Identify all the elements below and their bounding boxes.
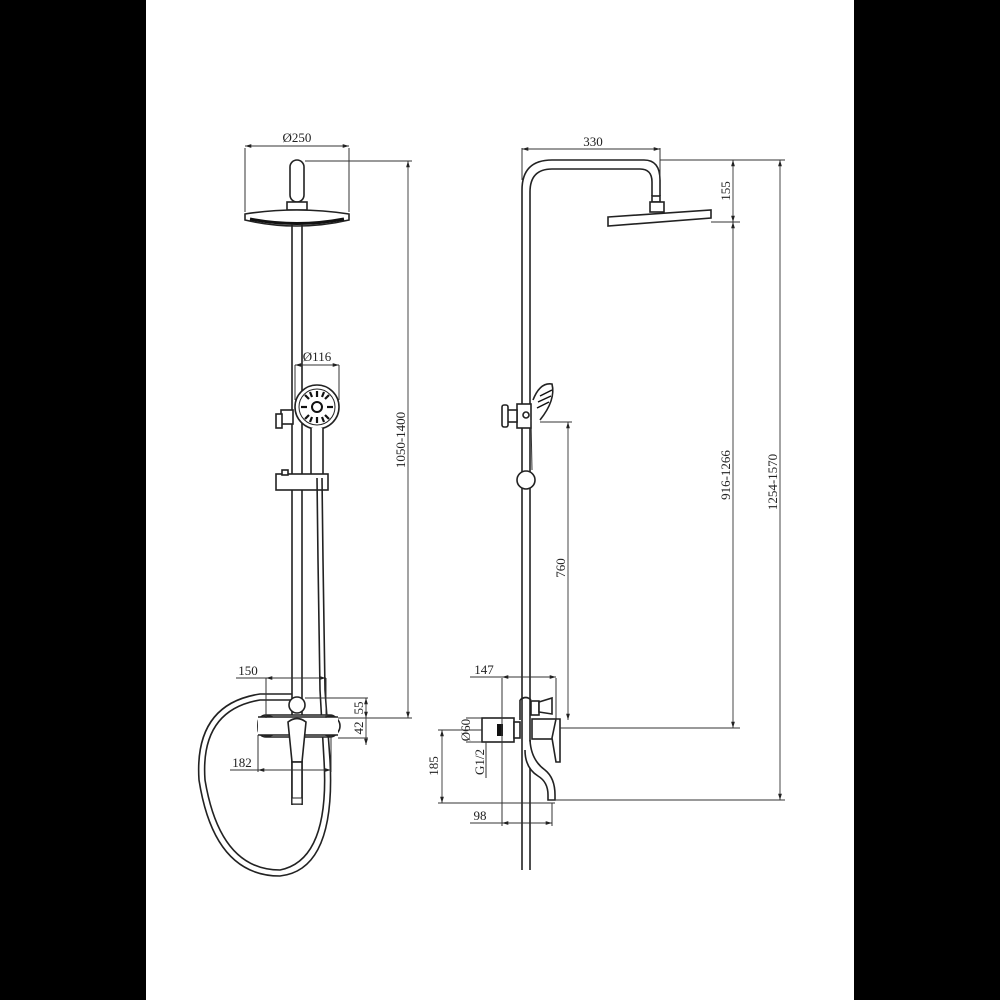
side-mixer-lever	[551, 718, 561, 763]
dim-head-height-range: 916-1266	[718, 450, 733, 500]
front-view: Ø250 1050-1400 Ø116 150 182 55 42	[197, 130, 412, 877]
side-rain-shower-head	[607, 209, 712, 227]
head-stem	[289, 159, 305, 203]
dim-mixer-depth: 147	[474, 662, 494, 677]
side-diverter-knob	[538, 696, 553, 715]
dim-thread: G1/2	[472, 749, 487, 775]
slide-bracket	[275, 473, 329, 491]
dim-hand-shower-diameter: Ø116	[303, 349, 332, 364]
diverter-knob	[288, 696, 306, 714]
dim-mixer-width-bottom: 182	[232, 755, 252, 770]
dim-head-drop: 155	[718, 181, 733, 201]
side-view: 330 155 916-1266 1254-1570 760 147 Ø60 G…	[426, 134, 785, 870]
dim-offset-upper: 55	[351, 702, 366, 715]
left-border-bar	[0, 0, 146, 1000]
dim-mixer-width-top: 150	[238, 663, 258, 678]
dim-arm-reach: 330	[583, 134, 603, 149]
dim-head-diameter: Ø250	[283, 130, 312, 145]
dim-spout-height: 185	[426, 756, 441, 776]
side-hand-shower	[532, 383, 554, 421]
dim-hand-holder-height: 760	[553, 558, 568, 578]
bath-spout	[524, 739, 556, 801]
right-border-bar	[854, 0, 1000, 1000]
dim-spout-depth: 98	[474, 808, 487, 823]
dim-total-height-range: 1254-1570	[765, 454, 780, 510]
dim-offset-lower: 42	[351, 722, 366, 735]
mixer-lever	[287, 717, 307, 763]
side-riser-pipe	[521, 159, 661, 870]
shower-hose	[203, 477, 326, 871]
drawing-sheet	[146, 0, 854, 1000]
dim-height-range: 1050-1400	[393, 412, 408, 468]
